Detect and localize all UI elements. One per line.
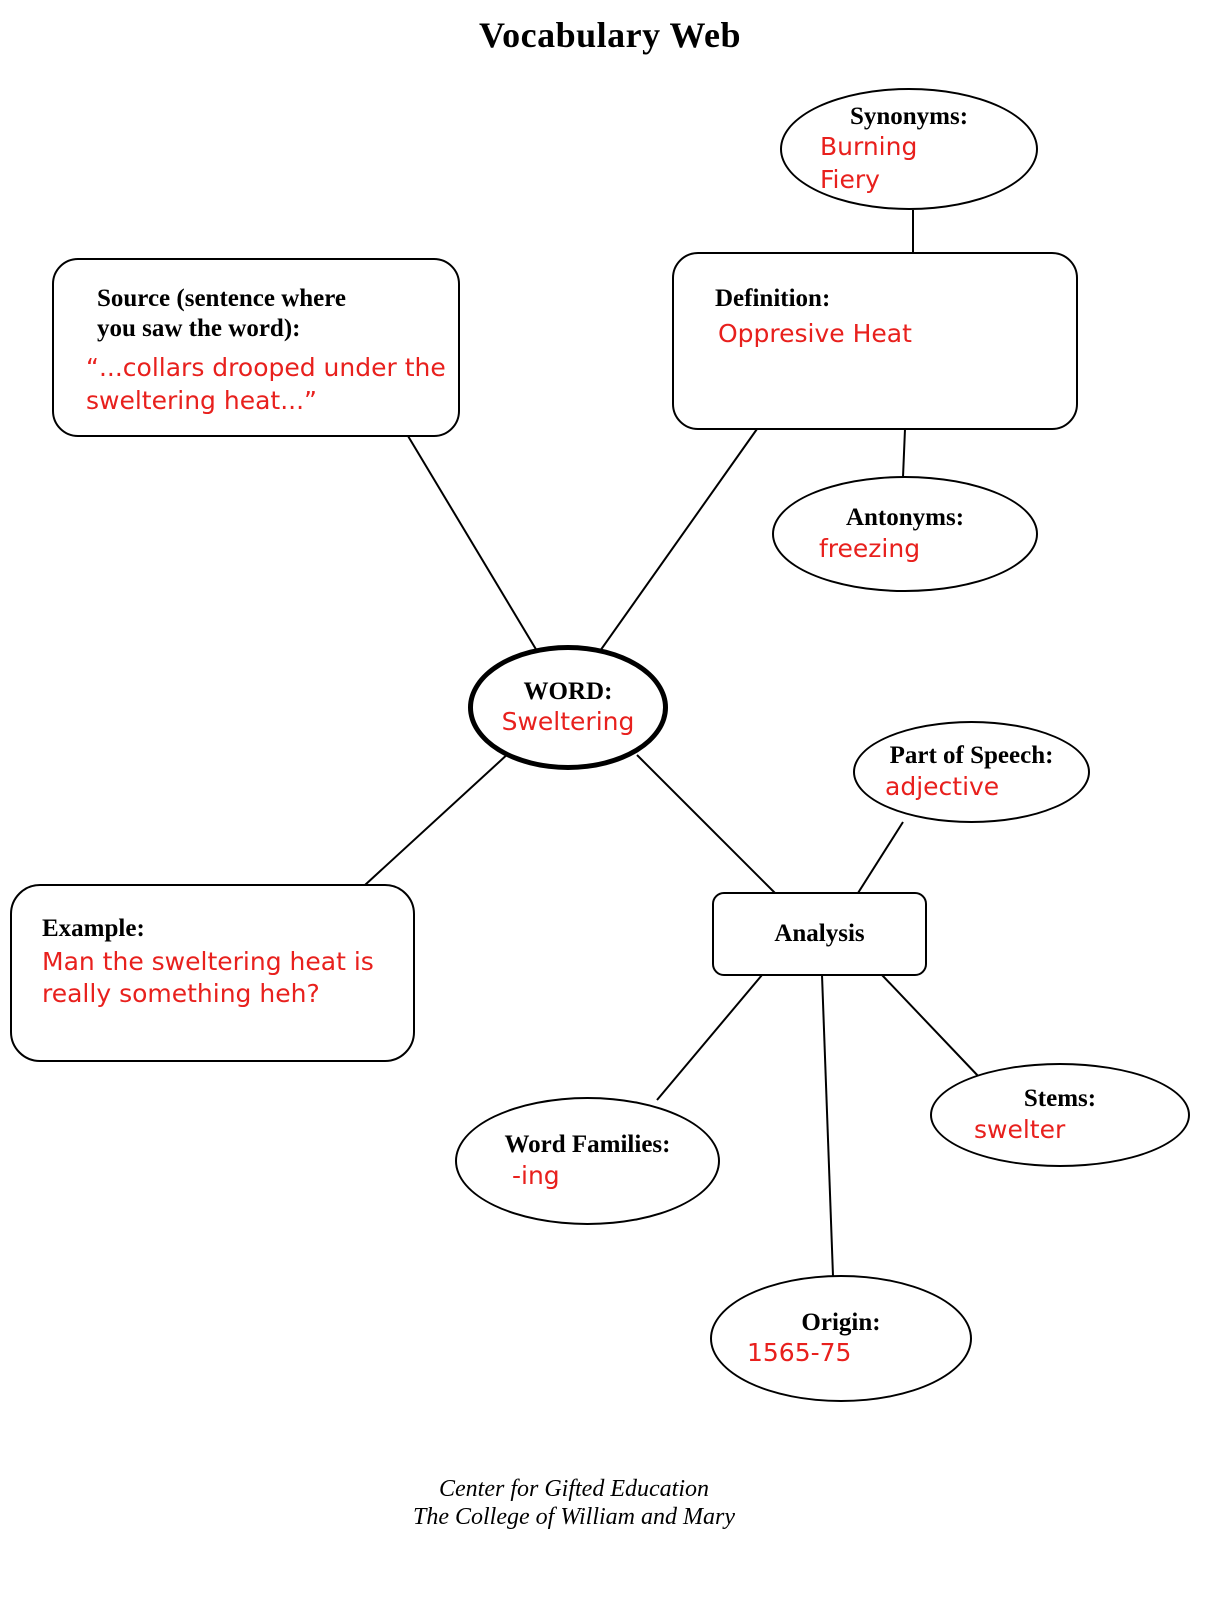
word-families-node: Word Families: -ing — [455, 1097, 720, 1225]
antonyms-node: Antonyms: freezing — [772, 476, 1038, 592]
source-value-line-1: “...collars drooped under the — [86, 353, 446, 382]
page-title: Vocabulary Web — [478, 15, 742, 55]
example-values: Man the sweltering heat is really someth… — [42, 944, 413, 1011]
word-families-label: Word Families: — [504, 1131, 671, 1158]
word-value: Sweltering — [501, 707, 635, 736]
source-node: Source (sentence where you saw the word)… — [52, 258, 460, 437]
synonyms-value-1: Burning — [820, 132, 918, 162]
stems-label: Stems: — [1023, 1085, 1097, 1112]
word-families-values: -ing — [457, 1160, 718, 1193]
connector-analysis-wordfamilies — [656, 974, 763, 1101]
source-value-line-2: sweltering heat...” — [86, 385, 318, 415]
example-label: Example: — [42, 915, 145, 942]
example-node: Example: Man the sweltering heat is real… — [10, 884, 415, 1062]
antonyms-value: freezing — [819, 533, 921, 563]
synonyms-value-2: Fiery — [820, 164, 880, 194]
antonyms-values: freezing — [774, 533, 1036, 566]
stems-node: Stems: swelter — [930, 1063, 1190, 1167]
origin-value: 1565-75 — [747, 1338, 852, 1367]
part-of-speech-value: adjective — [885, 771, 1000, 801]
example-value-line-2: really something heh? — [42, 979, 320, 1008]
footer-credit: Center for Gifted Education The College … — [0, 1476, 1220, 1531]
example-value-line-1: Man the sweltering heat is — [42, 946, 374, 976]
synonyms-values: Burning Fiery — [782, 131, 1036, 196]
connector-analysis-origin — [821, 974, 834, 1277]
word-families-value: -ing — [512, 1160, 560, 1190]
connector-definition-word — [599, 428, 758, 652]
stems-value: swelter — [974, 1114, 1066, 1144]
connector-word-example — [364, 751, 511, 886]
connector-pos-analysis — [857, 821, 904, 894]
definition-label: Definition: — [715, 285, 831, 312]
synonyms-label: Synonyms: — [849, 102, 969, 130]
connector-analysis-stems — [881, 974, 981, 1079]
definition-values: Oppresive Heat — [715, 314, 1076, 351]
word-node: WORD: Sweltering — [468, 645, 668, 770]
origin-label: Origin: — [801, 1308, 881, 1336]
source-label-line-2: you saw the word): — [97, 314, 301, 342]
origin-node: Origin: 1565-75 — [710, 1275, 972, 1402]
synonyms-node: Synonyms: Burning Fiery — [780, 88, 1038, 210]
stems-values: swelter — [932, 1114, 1188, 1147]
part-of-speech-node: Part of Speech: adjective — [853, 721, 1090, 823]
source-label-line-1: Source (sentence where — [97, 285, 347, 312]
source-label: Source (sentence where you saw the word)… — [54, 284, 458, 343]
source-values: “...collars drooped under the sweltering… — [54, 343, 458, 417]
connector-word-analysis — [636, 754, 776, 894]
origin-values: 1565-75 — [712, 1337, 970, 1370]
antonyms-label: Antonyms: — [845, 504, 965, 531]
analysis-label: Analysis — [774, 920, 865, 948]
analysis-node: Analysis — [712, 892, 927, 976]
footer-line-2: The College of William and Mary — [413, 1503, 735, 1530]
footer-line-1: Center for Gifted Education — [439, 1476, 709, 1502]
connector-source-word — [407, 435, 538, 652]
definition-node: Definition: Oppresive Heat — [672, 252, 1078, 430]
word-label: WORD: — [523, 677, 613, 705]
part-of-speech-values: adjective — [855, 771, 1088, 804]
part-of-speech-label: Part of Speech: — [889, 742, 1054, 769]
connector-definition-antonyms — [902, 428, 906, 478]
definition-value: Oppresive Heat — [718, 318, 912, 348]
